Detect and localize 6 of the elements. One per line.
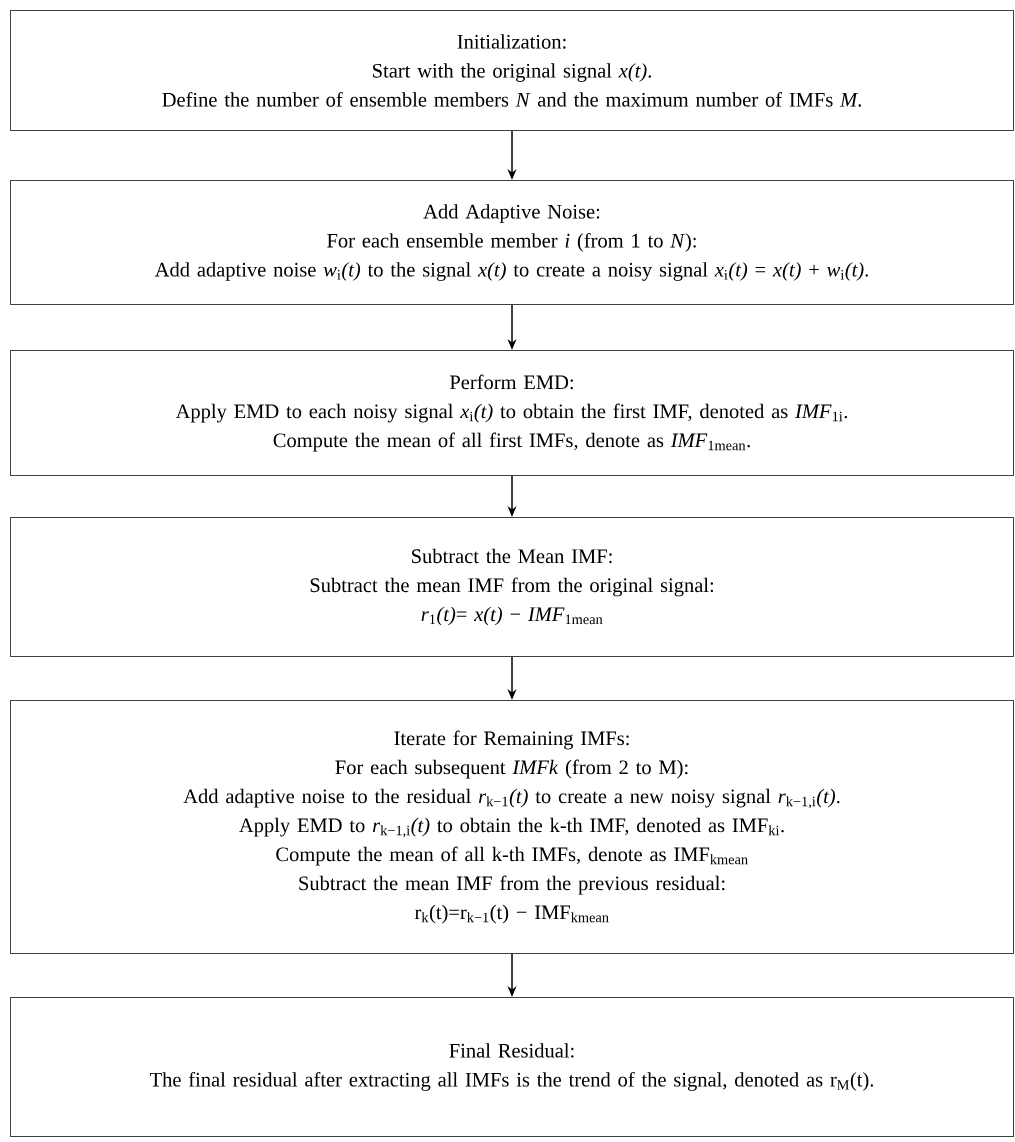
process-box: Add Adaptive Noise: For each ensemble member i (from 1 to N): Add adaptive noise w$_{i}$(t) to the signal x(t) to create a noisy signal x$_{i}$(t) = x(t) + w$_{i}$(t). — [10, 180, 1014, 305]
process-box: Final Residual: The final residual after extracting all IMFs is the trend of the signal, denoted as r$_{M}$(t). — [10, 997, 1014, 1137]
process-box: Iterate for Remaining IMFs: For each subsequent IMFk (from 2 to M): Add adaptive noise to the residual r$_{k−1}$(t) to create a new noisy signal r$_{k−1,i}$(t). Apply EMD to r$_{k−1,i}$(t) to obtain the k-th IMF, denoted as IMF$_{ki}$. Compute the mean of all k-th IMFs, denote as IMF$_{kmean}$ Subtract the mean IMF from the previous residual: r$_{k}$(t)=r$_{k−1}$(t) − IMF$_{kmean}$ — [10, 700, 1014, 954]
process-box: Initialization: Start with the original signal x(t). Define the number of ensemble members N and the maximum number of IMFs M. — [10, 10, 1014, 131]
process-box: Perform EMD: Apply EMD to each noisy signal x$_{i}$(t) to obtain the first IMF, denoted as IMF$_{1i}$. Compute the mean of all first IMFs, denote as IMF$_{1mean}$. — [10, 350, 1014, 476]
process-box: Subtract the Mean IMF: Subtract the mean IMF from the original signal: r$_{1}$(t)= x(t) − IMF$_{1mean}$ — [10, 517, 1014, 657]
